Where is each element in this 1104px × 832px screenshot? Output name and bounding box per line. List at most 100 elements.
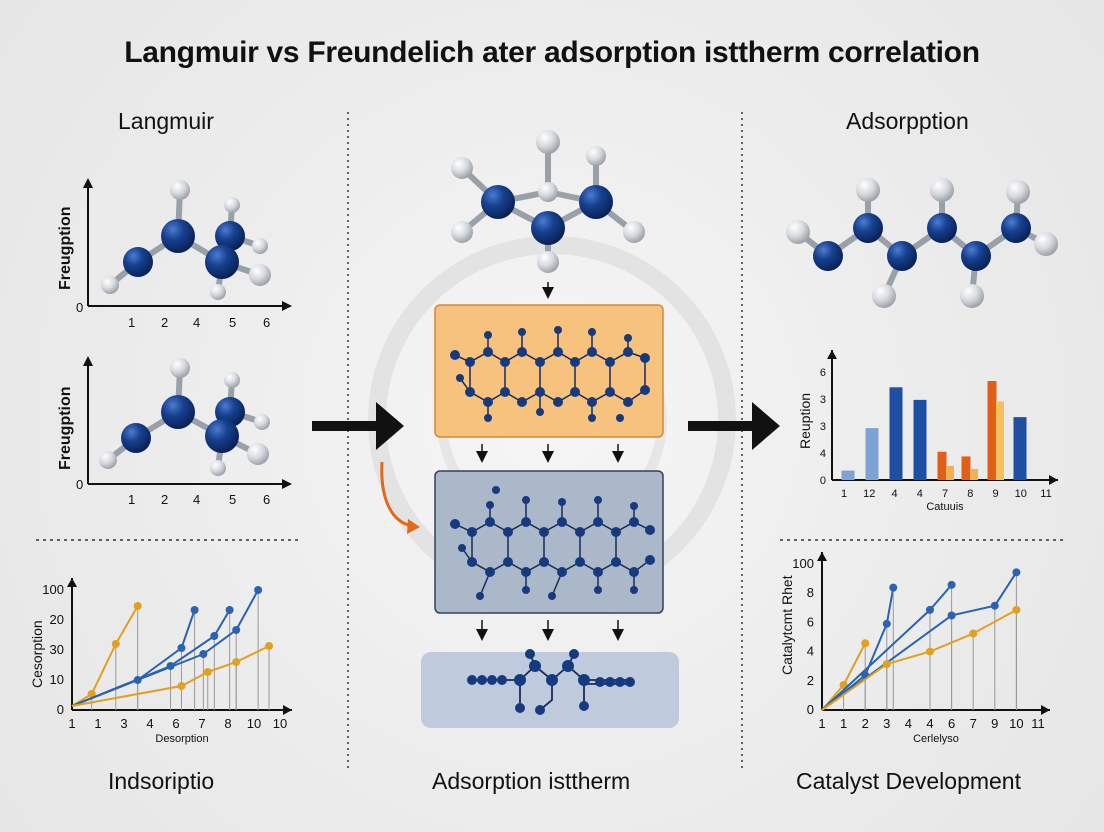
x-tick-label: 9 <box>992 488 998 500</box>
bar <box>946 465 954 480</box>
data-point <box>177 644 186 652</box>
x-axis-arrow <box>1041 705 1050 715</box>
x-tick-label: 5 <box>229 492 236 507</box>
x-tick-label: 1 <box>840 716 847 731</box>
x-tick-label: 10 <box>247 716 261 731</box>
y-tick-label: 4 <box>820 448 826 460</box>
x-tick-label: 12 <box>863 488 875 500</box>
x-tick-label: 9 <box>991 716 998 731</box>
y-tick-label: 100 <box>42 582 64 597</box>
curved-arrow-head <box>407 519 420 534</box>
x-tick-label: 4 <box>193 315 200 330</box>
y-axis-label: Reuption <box>797 393 813 449</box>
x-tick-label: 7 <box>198 716 205 731</box>
bar <box>937 451 947 480</box>
bar <box>996 401 1004 480</box>
series-line <box>821 609 1017 711</box>
arrow-center-to-right <box>688 402 780 450</box>
data-point <box>882 619 891 628</box>
x-tick-label: 2 <box>862 716 869 731</box>
x-tick-label: 4 <box>917 488 923 500</box>
x-axis-label: Cerlelyso <box>913 733 959 745</box>
right-top-molecule <box>786 178 1058 308</box>
x-tick-label: 3 <box>120 716 127 731</box>
x-tick-label: 5 <box>229 315 236 330</box>
y-tick-label: 0 <box>820 475 826 487</box>
left-molecule-chart-2: Freugption 0 1 2 4 5 6 <box>57 356 292 507</box>
x-tick-label: 10 <box>1009 716 1023 731</box>
x-tick-label: 4 <box>905 716 912 731</box>
y-tick-label: 30 <box>50 642 64 657</box>
data-point <box>926 647 934 656</box>
x-tick-label: 3 <box>883 716 890 731</box>
y-tick-label: 10 <box>50 672 64 687</box>
lattice-atoms-orange <box>450 326 650 422</box>
x-tick-label: 4 <box>193 492 200 507</box>
y-tick-label: 3 <box>820 421 826 433</box>
y-axis-arrow <box>83 178 93 188</box>
x-tick-label: 2 <box>161 315 168 330</box>
y-axis-arrow <box>83 356 93 366</box>
center-top-molecule <box>451 130 645 273</box>
data-point <box>882 660 891 669</box>
right-panel-footer: Catalyst Development <box>796 768 1021 794</box>
y-tick-label: 2 <box>807 673 814 688</box>
x-tick-label: 1 <box>128 492 135 507</box>
x-axis-arrow <box>282 479 292 489</box>
x-tick-label: 1 <box>128 315 135 330</box>
x-tick-labels: 1 2 4 5 6 <box>128 492 270 507</box>
x-tick-label: 1 <box>818 716 825 731</box>
data-point <box>265 642 274 650</box>
data-point <box>861 639 870 648</box>
data-point <box>947 611 956 620</box>
left-panel-heading: Langmuir <box>118 108 214 134</box>
data-point <box>199 650 208 658</box>
data-point <box>254 586 263 594</box>
data-point <box>947 580 956 589</box>
x-tick-label: 1 <box>94 716 101 731</box>
lattice-atoms-steel <box>450 486 655 600</box>
x-tick-label: 8 <box>224 716 231 731</box>
bar <box>913 399 927 480</box>
x-tick-label: 1 <box>68 716 75 731</box>
y-tick-label: 6 <box>807 614 814 629</box>
molecule-icon <box>101 180 271 300</box>
origin-label: 0 <box>76 477 83 492</box>
data-point <box>232 658 241 666</box>
data-point <box>232 626 241 634</box>
y-tick-label: 100 <box>792 556 814 571</box>
data-point <box>889 583 898 592</box>
center-panel-footer: Adsorption isttherm <box>432 768 631 794</box>
molecule-icon <box>99 358 270 476</box>
bar <box>841 470 855 480</box>
x-tick-label: 10 <box>273 716 287 731</box>
y-axis-label: Cesorption <box>29 620 45 688</box>
y-tick-label: 3 <box>820 394 826 406</box>
data-point <box>225 606 234 614</box>
series-line <box>71 605 139 707</box>
x-tick-label: 7 <box>970 716 977 731</box>
bar <box>889 387 903 480</box>
x-axis-arrow <box>1049 475 1058 485</box>
x-axis-arrow <box>283 705 292 715</box>
left-panel-footer: Indsoriptio <box>108 768 215 794</box>
x-tick-label: 6 <box>263 315 270 330</box>
data-point <box>111 640 120 648</box>
data-point <box>177 682 186 690</box>
bar <box>970 469 978 480</box>
x-tick-label: 11 <box>1040 488 1051 500</box>
data-point <box>926 605 934 614</box>
x-tick-label: 8 <box>967 488 973 500</box>
bar <box>987 381 997 480</box>
data-point <box>87 690 96 698</box>
x-axis-label: Desorption <box>155 733 208 745</box>
x-axis-label: Catuuis <box>926 501 964 513</box>
x-tick-label: 4 <box>891 488 897 500</box>
x-tick-label: 2 <box>161 492 168 507</box>
origin-label: 0 <box>76 300 83 315</box>
data-point <box>1012 568 1021 577</box>
